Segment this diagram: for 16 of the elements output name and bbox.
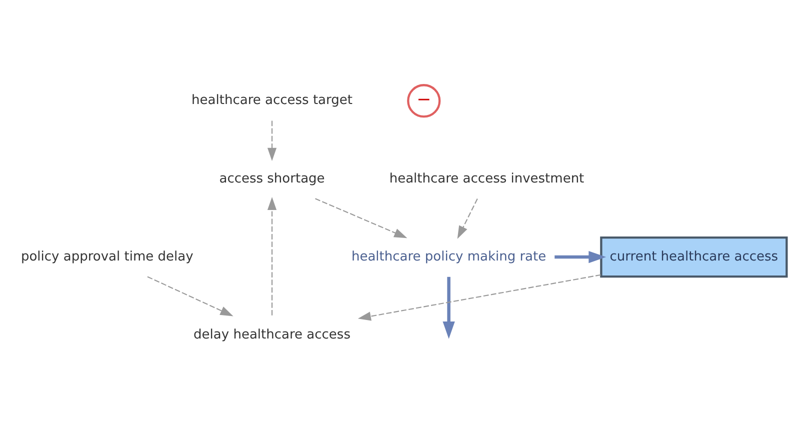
arrow <box>457 198 478 239</box>
label: − <box>416 90 432 110</box>
arrow <box>147 276 234 316</box>
arrow <box>315 198 408 238</box>
arrow <box>358 274 601 321</box>
node-text: delay healthcare access <box>194 328 350 342</box>
node-text: access shortage <box>219 171 325 186</box>
node-text: healthcare access investment <box>389 171 584 186</box>
node-text: policy approval time delay <box>20 249 194 264</box>
arrow <box>267 196 277 316</box>
arrow <box>267 120 277 161</box>
arrow <box>442 276 455 339</box>
node-text: healthcare access target <box>192 93 352 108</box>
arrow <box>554 250 606 264</box>
node-text: healthcare policy making rate <box>351 249 546 264</box>
node-box: current healthcare access <box>600 236 788 278</box>
